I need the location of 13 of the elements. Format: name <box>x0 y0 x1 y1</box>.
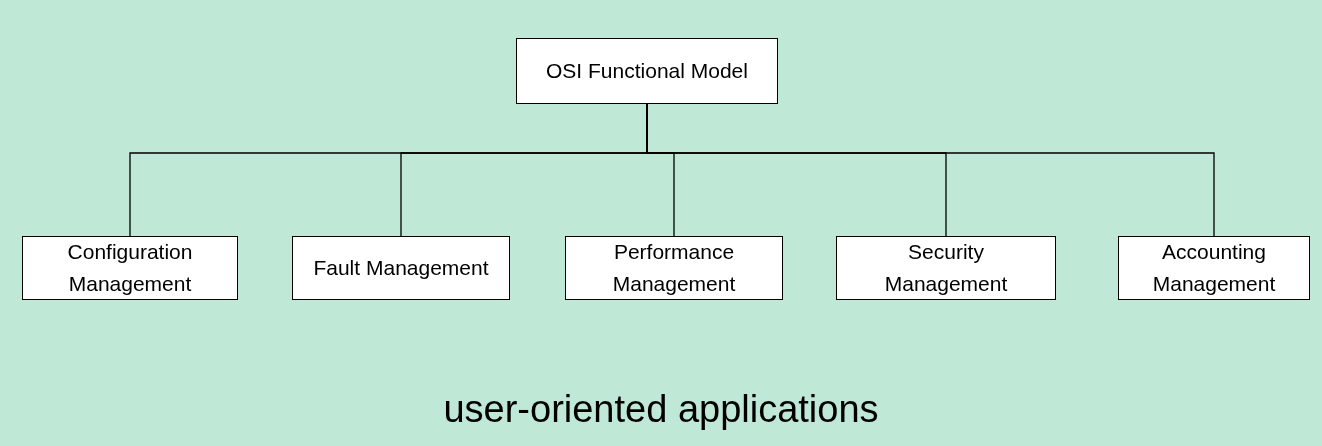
box-label: Performance Management <box>611 239 737 297</box>
caption-text: user-oriented applications <box>443 387 879 432</box>
process-box <box>22 236 238 300</box>
process-box <box>292 236 510 300</box>
box-label: Configuration Management <box>66 239 194 297</box>
process-box <box>1118 236 1310 300</box>
box-label: Fault Management <box>312 255 490 281</box>
box-label: Security Management <box>883 239 1009 297</box>
box-label: OSI Functional Model <box>545 58 749 84</box>
box-label: Accounting Management <box>1151 239 1277 297</box>
process-box <box>565 236 783 300</box>
process-box <box>516 38 778 104</box>
process-box <box>836 236 1056 300</box>
